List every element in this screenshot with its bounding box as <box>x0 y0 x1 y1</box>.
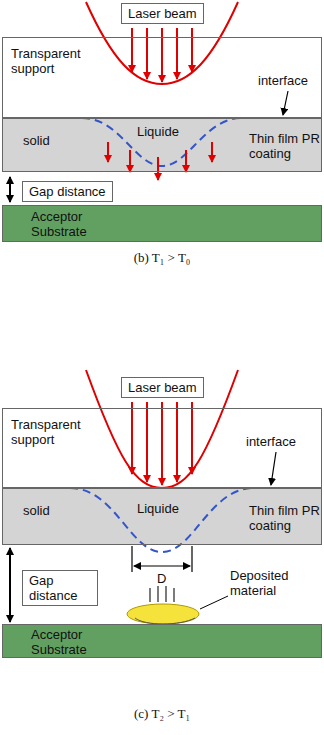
acceptor-substrate: Acceptor Substrate <box>2 205 322 242</box>
beam-label-box: Laser beam <box>121 3 204 24</box>
layer-text: Liquide <box>137 501 197 516</box>
dimension-label: D <box>155 571 168 586</box>
acceptor-substrate: Acceptor Substrate <box>2 624 322 658</box>
box-text: Laser beam <box>128 380 197 395</box>
beam-label-box: Laser beam <box>121 377 204 398</box>
gap-label-box: Gap distance <box>22 181 113 202</box>
thin-film-layer: solid Liquide Thin film PR coating <box>2 488 322 545</box>
box-text: Gap distance <box>29 184 106 199</box>
figure-caption: (b) T₁ > T₀ <box>0 250 324 265</box>
interface-label: interface <box>246 434 308 449</box>
layer-text: Acceptor Substrate <box>31 209 111 239</box>
panel-b <box>2 2 322 242</box>
panel-c <box>2 370 322 658</box>
callout-label: Deposited material <box>230 568 306 598</box>
layer-text: Thin film PR coating <box>249 503 321 533</box>
layer-text: solid <box>23 503 73 518</box>
layer-text: Liquide <box>137 124 197 139</box>
layer-text: Acceptor Substrate <box>31 627 111 657</box>
layer-text: Transparent support <box>11 46 111 76</box>
box-text: Gap distance <box>29 573 91 603</box>
layer-text: solid <box>23 133 73 148</box>
figure-caption: (c) T₂ > T₁ <box>0 706 324 721</box>
thin-film-layer: solid Liquide Thin film PR coating <box>2 118 322 172</box>
interface-label: interface <box>258 73 320 88</box>
layer-text: Thin film PR coating <box>249 131 321 161</box>
gap-label-box: Gap distance <box>22 570 98 606</box>
layer-text: Transparent support <box>11 417 111 447</box>
box-text: Laser beam <box>128 6 197 21</box>
